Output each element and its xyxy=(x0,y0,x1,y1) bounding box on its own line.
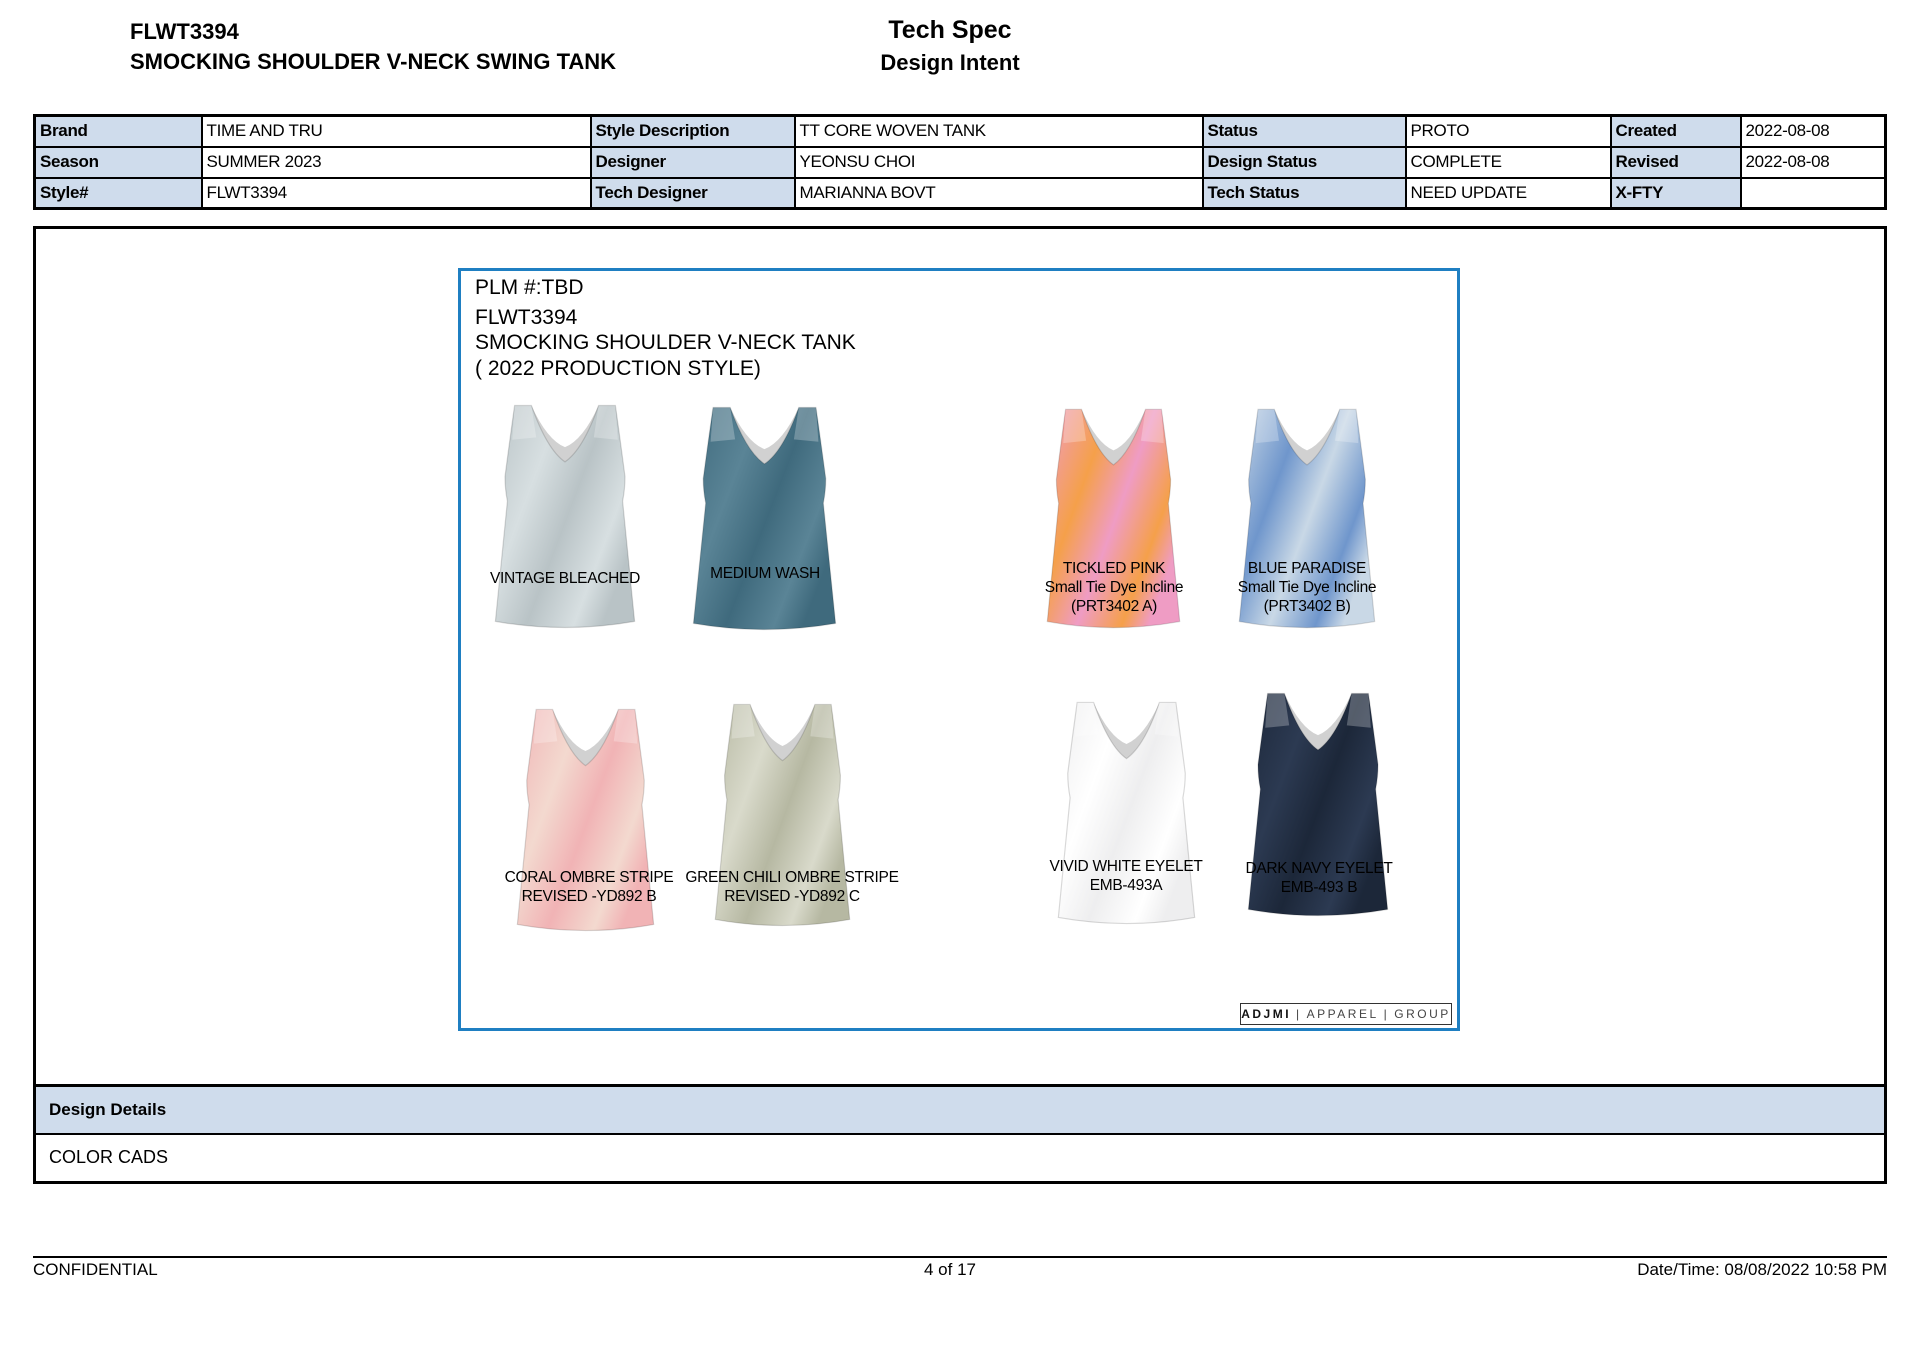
label-line: VIVID WHITE EYELET xyxy=(1049,858,1203,875)
garment-image-dark-navy-eyelet xyxy=(1246,691,1390,918)
field-value: MARIANNA BOVT xyxy=(793,176,1204,210)
footer-divider xyxy=(33,1256,1887,1258)
garment-label-dark-navy-eyelet: DARK NAVY EYELET EMB-493 B xyxy=(1169,859,1469,897)
plm-number: PLM #:TBD xyxy=(475,276,584,299)
garment-label-green-chili-ombre-stripe: GREEN CHILI OMBRE STRIPE REVISED -YD892 C xyxy=(642,868,942,906)
garment-label-medium-wash: MEDIUM WASH xyxy=(615,564,915,583)
field-value: 2022-08-08 xyxy=(1739,114,1887,148)
field-label: Tech Designer xyxy=(589,176,796,210)
field-label: Created xyxy=(1609,114,1742,148)
field-value: TIME AND TRU xyxy=(200,114,592,148)
page-number: 4 of 17 xyxy=(924,1260,976,1279)
label-line: Small Tie Dye Incline xyxy=(1044,579,1184,596)
board-style-name: SMOCKING SHOULDER V-NECK TANK xyxy=(475,331,856,354)
label-line: (PRT3402 B) xyxy=(1263,598,1351,615)
label-line: EMB-493A xyxy=(1089,877,1163,894)
garment-label-vintage-bleached: VINTAGE BLEACHED xyxy=(415,569,715,588)
field-value: 2022-08-08 xyxy=(1739,145,1887,179)
design-intent-panel: Design Details COLOR CADS xyxy=(33,226,1887,1184)
label-line: BLUE PARADISE xyxy=(1247,560,1367,577)
label-line: EMB-493 B xyxy=(1280,879,1358,896)
garment-image-blue-paradise xyxy=(1237,407,1377,630)
garment-image-vivid-white-eyelet xyxy=(1056,700,1197,926)
board-style-number: FLWT3394 xyxy=(475,306,578,329)
field-value: NEED UPDATE xyxy=(1404,176,1612,210)
field-value xyxy=(1739,176,1887,210)
field-label: Design Status xyxy=(1201,145,1407,179)
field-label: Designer xyxy=(589,145,796,179)
logo-word: APPAREL xyxy=(1306,1007,1379,1021)
field-label: X-FTY xyxy=(1609,176,1742,210)
field-value: YEONSU CHOI xyxy=(793,145,1204,179)
garment-label-blue-paradise: BLUE PARADISE Small Tie Dye Incline (PRT34… xyxy=(1157,559,1457,616)
label-line: REVISED -YD892 C xyxy=(724,888,860,905)
label-line: TICKLED PINK xyxy=(1062,560,1166,577)
label-line: Small Tie Dye Incline xyxy=(1237,579,1377,596)
field-label: Style# xyxy=(33,176,203,210)
design-details-heading: Design Details xyxy=(36,1084,1884,1135)
label-line: MEDIUM WASH xyxy=(710,565,820,582)
field-label: Status xyxy=(1201,114,1407,148)
field-value: COMPLETE xyxy=(1404,145,1612,179)
label-line: VINTAGE BLEACHED xyxy=(490,570,640,587)
field-label: Style Description xyxy=(589,114,796,148)
field-value: PROTO xyxy=(1404,114,1612,148)
label-line: GREEN CHILI OMBRE STRIPE xyxy=(685,869,899,886)
garment-image-coral-ombre-stripe xyxy=(515,707,656,933)
board-production-note: ( 2022 PRODUCTION STYLE) xyxy=(475,357,761,380)
field-label: Brand xyxy=(33,114,203,148)
doc-title: Tech Spec xyxy=(888,16,1012,44)
garment-label-coral-ombre-stripe: CORAL OMBRE STRIPE REVISED -YD892 B xyxy=(439,868,739,906)
adjmi-apparel-group-logo: ADJMI|APPAREL|GROUP xyxy=(1240,1003,1452,1025)
label-line: (PRT3402 A) xyxy=(1070,598,1157,615)
garment-label-vivid-white-eyelet: VIVID WHITE EYELET EMB-493A xyxy=(976,857,1276,895)
field-label: Tech Status xyxy=(1201,176,1407,210)
field-label: Revised xyxy=(1609,145,1742,179)
label-line: DARK NAVY EYELET xyxy=(1245,860,1393,877)
logo-word: GROUP xyxy=(1394,1007,1451,1021)
field-value: TT CORE WOVEN TANK xyxy=(793,114,1204,148)
footer-datetime: Date/Time: 08/08/2022 10:58 PM xyxy=(1637,1260,1887,1279)
color-cads-board: PLM #:TBD FLWT3394 SMOCKING SHOULDER V-N… xyxy=(458,268,1460,1031)
garment-label-tickled-pink: TICKLED PINK Small Tie Dye Incline (PRT340… xyxy=(964,559,1264,616)
garment-image-green-chili-ombre-stripe xyxy=(713,702,852,928)
field-label: Season xyxy=(33,145,203,179)
label-line: CORAL OMBRE STRIPE xyxy=(504,869,674,886)
garment-image-tickled-pink xyxy=(1045,407,1182,630)
style-name: SMOCKING SHOULDER V-NECK SWING TANK xyxy=(130,49,617,74)
style-number: FLWT3394 xyxy=(130,19,239,44)
footer-confidential: CONFIDENTIAL xyxy=(33,1260,158,1279)
logo-word: ADJMI xyxy=(1241,1007,1292,1021)
field-value: FLWT3394 xyxy=(200,176,592,210)
garment-image-medium-wash xyxy=(691,405,838,632)
field-value: SUMMER 2023 xyxy=(200,145,592,179)
label-line: REVISED -YD892 B xyxy=(521,888,657,905)
design-details-text: COLOR CADS xyxy=(49,1147,169,1167)
garment-image-vintage-bleached xyxy=(493,403,637,630)
doc-subtitle: Design Intent xyxy=(880,50,1020,75)
